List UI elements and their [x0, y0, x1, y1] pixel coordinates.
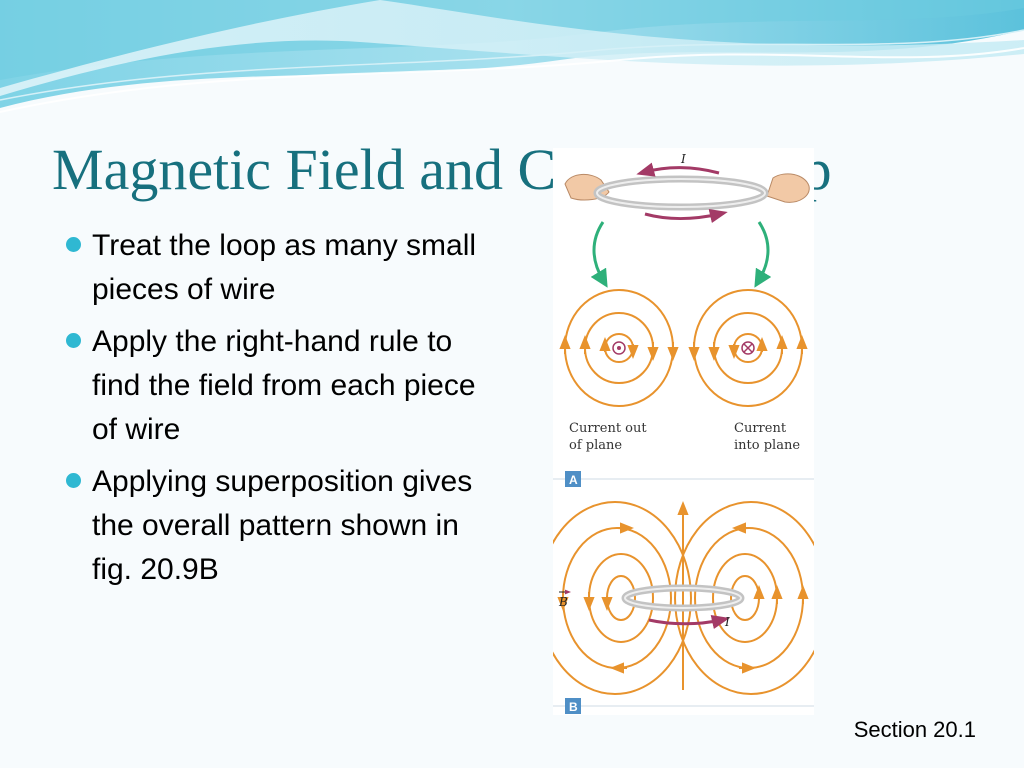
- right-wire-field: [688, 289, 808, 407]
- panel-b-badge: [565, 698, 581, 714]
- bullet-icon: [66, 473, 81, 488]
- bullet-text: Treat the loop as many small pieces of w…: [92, 229, 477, 306]
- panel-b-label: B: [569, 700, 578, 714]
- loop-cross-section: [621, 584, 745, 630]
- bullet-item: Applying superposition gives the overall…: [62, 460, 502, 592]
- bullet-icon: [66, 333, 81, 348]
- bullet-item: Treat the loop as many small pieces of w…: [62, 224, 502, 312]
- bullet-icon: [66, 237, 81, 252]
- panel-a-badge: [565, 471, 581, 487]
- bullet-text: Applying superposition gives the overall…: [92, 465, 473, 586]
- field-vector-label: B: [558, 595, 568, 609]
- right-caption-line1: Current: [734, 421, 787, 436]
- header-wave-decoration: [0, 0, 1024, 113]
- left-caption-line2: of plane: [569, 438, 622, 453]
- panel-a-label: A: [569, 473, 578, 487]
- section-footer: Section 20.1: [853, 717, 976, 742]
- left-caption-line1: Current out: [569, 421, 647, 436]
- bullet-item: Apply the right-hand rule to find the fi…: [62, 320, 502, 452]
- bullet-text: Apply the right-hand rule to find the fi…: [92, 325, 476, 446]
- current-label-top: I: [680, 152, 686, 166]
- top-loop-illustration: I: [564, 152, 810, 288]
- current-label-bottom: I: [724, 615, 730, 629]
- loop-field-pattern: [553, 501, 814, 695]
- right-caption-line2: into plane: [734, 438, 800, 453]
- figure-current-loop: I: [553, 148, 814, 715]
- bullet-list: Treat the loop as many small pieces of w…: [62, 224, 502, 600]
- left-wire-field: [559, 289, 679, 407]
